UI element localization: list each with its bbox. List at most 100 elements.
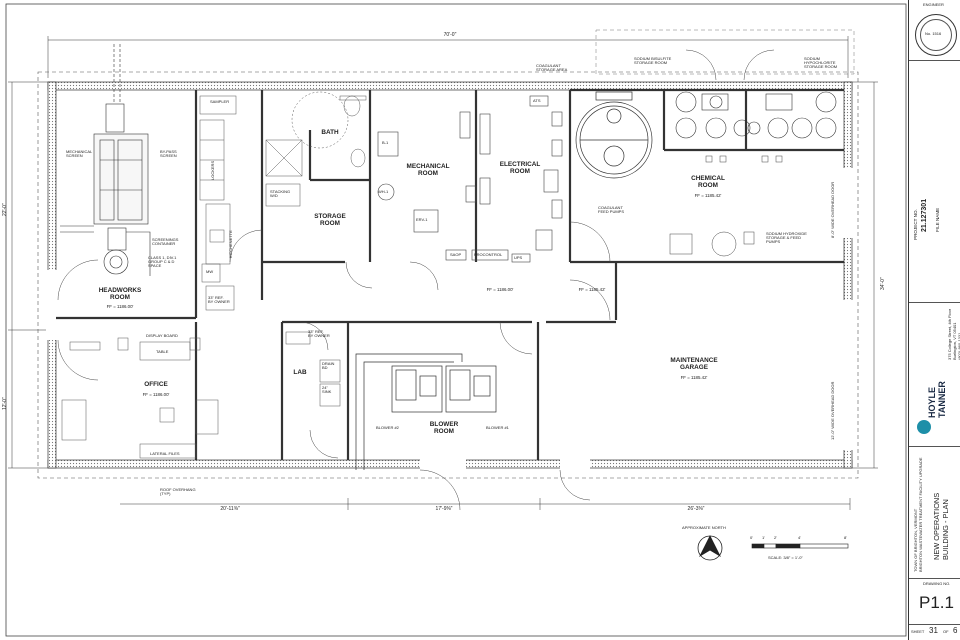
bath-fixtures (265, 91, 367, 207)
firm-name-1: HOYLE (927, 386, 937, 418)
project-no-label: PROJECT NO. (913, 209, 918, 240)
label-door-8: 8'-0" WIDE OVERHEAD DOOR (830, 181, 835, 238)
sheet-total: 6 (953, 626, 958, 635)
room-office: OFFICE (144, 381, 168, 388)
scale-tick-2: 2' (774, 535, 777, 540)
firm-name-2: TANNER (937, 381, 947, 418)
room-bath: BATH (321, 129, 339, 136)
ff-corridor: FF = 1185.42' (578, 287, 606, 292)
label-screenings: SCREENINGS CONTAINER (152, 237, 179, 247)
label-class1: CLASS 1, DIV.1 GROUP C & D SPACE (148, 255, 177, 269)
room-maintenance: MAINTENANCE GARAGE (670, 357, 718, 371)
ff-office: FF = 1186.00' (142, 392, 170, 397)
label-ref33-a: 33" REF. BY OWNER (208, 295, 230, 305)
engineer-seal: No. 1516 (915, 14, 957, 56)
title-block: ENGINEER No. 1516 PROJECT NO. 21.127301 … (908, 0, 960, 640)
scale-tick-8: 8' (844, 535, 847, 540)
label-ref33-b: 33" REF. BY OWNER (308, 329, 330, 339)
dimension-right (852, 81, 878, 469)
interior-walls (56, 88, 844, 460)
label-wh1: WH-1 (378, 189, 389, 194)
label-mechanical-screen: MECHANICAL SCREEN (66, 149, 93, 159)
room-mechanical: MECHANICAL ROOM (406, 163, 450, 177)
dimension-bottom (120, 498, 851, 510)
ff-mechanical: FF = 1186.00' (486, 287, 514, 292)
label-blower1: BLOWER #1 (486, 425, 509, 430)
label-coagulant-storage: COAGULANT STORAGE AREA (536, 63, 568, 73)
label-table: TABLE (156, 349, 169, 354)
label-lateral-files: LATERAL FILES (150, 451, 180, 456)
label-mw: MW (206, 269, 214, 274)
scale-tick-1: 1' (762, 535, 765, 540)
north-arrow (697, 535, 723, 561)
ff-maintenance: FF = 1185.42' (680, 375, 708, 380)
lockers-kitchenette (199, 95, 237, 311)
room-chemical: CHEMICAL ROOM (691, 175, 725, 189)
room-blower: BLOWER ROOM (429, 421, 459, 435)
label-approx-north: APPROXIMATE NORTH (682, 525, 726, 530)
blower-piping (355, 353, 497, 470)
floor-plan (5, 3, 907, 637)
ff-chemical: FF = 1185.42' (694, 193, 722, 198)
label-bypass-screen: BY-PASS SCREEN (160, 149, 177, 159)
project-no: 21.127301 (921, 198, 928, 232)
chemical-equipment (669, 155, 783, 257)
dim-bottom-2: 17'-9⅜" (435, 506, 453, 512)
sheet-title: NEW OPERATIONS BUILDING - PLAN (932, 492, 950, 560)
label-procontrol: PROCONTROL (474, 252, 503, 257)
sheet-num: 31 (929, 626, 938, 635)
dim-overall-width: 70'-0" (443, 32, 457, 38)
label-erv1: ERV-1 (416, 217, 428, 222)
sheet-of: OF (943, 629, 949, 634)
dim-left-upper: 22'-0" (2, 203, 8, 216)
label-scale: SCALE: 3/8" = 1'-0" (768, 555, 803, 560)
label-ups: UPS (514, 255, 523, 260)
door-swings (57, 49, 775, 511)
dimension-top (47, 36, 849, 78)
dim-depth-right: 34'-0" (880, 277, 886, 290)
coagulant-tank (575, 91, 653, 179)
label-roof-overhang: ROOF OVERHANG (TYP) (160, 487, 196, 497)
room-lab: LAB (293, 369, 307, 376)
file-name-label: FILE NAME (935, 207, 940, 232)
scale-bar (751, 543, 849, 549)
scale-tick-4: 4' (798, 535, 801, 540)
label-sodium-bisulfite: SODIUM BISULFITE STORAGE ROOM (634, 56, 672, 66)
roof-overhang-line (37, 71, 859, 479)
label-sampler: SAMPLER (210, 99, 230, 104)
label-ats: ATS (533, 98, 541, 103)
sheet-border (5, 3, 907, 637)
label-saop: SAOP (450, 252, 462, 257)
headworks-equipment (60, 44, 151, 276)
client-name: TOWN OF BRIGHTON, VERMONT BRIGHTON WASTE… (913, 457, 923, 572)
label-sodium-hypo: SODIUM HYPOCHLORITE STORAGE ROOM (804, 56, 838, 70)
firm-logo-mark (917, 420, 931, 434)
sheet-label: SHEET (911, 629, 925, 634)
bisulfite-drums (675, 91, 751, 139)
label-coagulant-pumps: COAGULANT FEED PUMPS (598, 205, 625, 215)
hypochlorite-drums (747, 91, 837, 139)
lab-fixtures (285, 331, 341, 407)
label-kitchenette: KITCHENETTE (228, 230, 233, 258)
label-blower2: BLOWER #2 (376, 425, 399, 430)
label-stacking: STACKING W/D (270, 189, 291, 199)
label-sodium-hydroxide: SODIUM HYDROXIDE STORAGE & FEED PUMPS (766, 231, 807, 245)
label-b1: B-1 (382, 140, 389, 145)
mechanical-equipment (377, 95, 563, 263)
room-electrical: ELECTRICAL ROOM (499, 161, 541, 175)
label-sink24: 24" SINK (322, 385, 332, 395)
label-lockers: LOCKERS (210, 160, 215, 180)
label-drain-bd: DRAIN BD (322, 361, 335, 371)
ff-headworks: FF = 1186.00' (106, 304, 134, 309)
room-headworks: HEADWORKS ROOM (98, 287, 142, 301)
dim-bottom-3: 26'-3⅜" (687, 506, 705, 512)
firm-address: 375 College Street, 4th Floor Burlington… (947, 308, 960, 360)
label-door-12: 12'-0" WIDE OVERHEAD DOOR (830, 381, 835, 440)
engineer-label: ENGINEER (923, 2, 944, 7)
drawing-number: P1.1 (919, 593, 954, 612)
seal-number: No. 1516 (925, 31, 942, 36)
office-furniture (61, 337, 219, 459)
exterior-walls (46, 81, 854, 470)
scale-tick-0: 0' (750, 535, 753, 540)
